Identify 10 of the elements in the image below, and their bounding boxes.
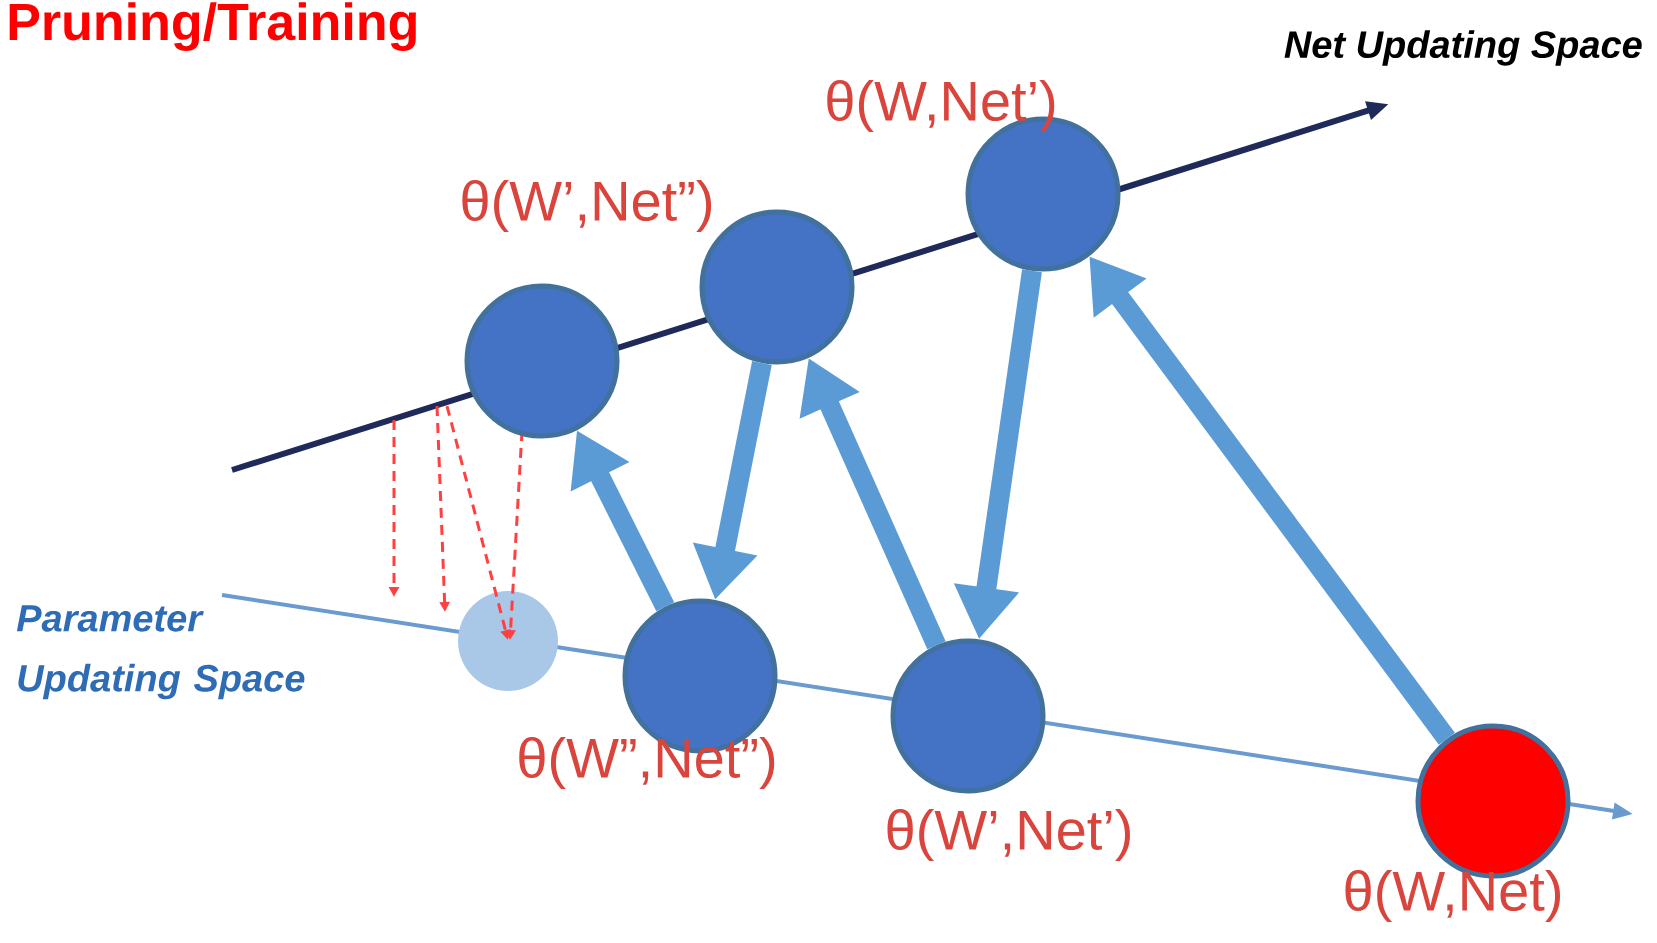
axis-label: Parameter Updating Space: [16, 605, 305, 700]
circle-node: [464, 283, 620, 439]
state-label: θ(W’,Net’): [887, 808, 1130, 862]
state-label: θ(W,Net): [1345, 869, 1560, 923]
state-label: θ(W’,Net”): [462, 179, 712, 233]
state-label: θ(W,Net’): [827, 79, 1055, 133]
title: Pruning/Training: [9, 2, 416, 51]
axis-label: Net Updating Space: [1284, 30, 1642, 66]
state-label: θ(W”,Net”): [519, 736, 775, 790]
circle-node: [890, 638, 1046, 794]
